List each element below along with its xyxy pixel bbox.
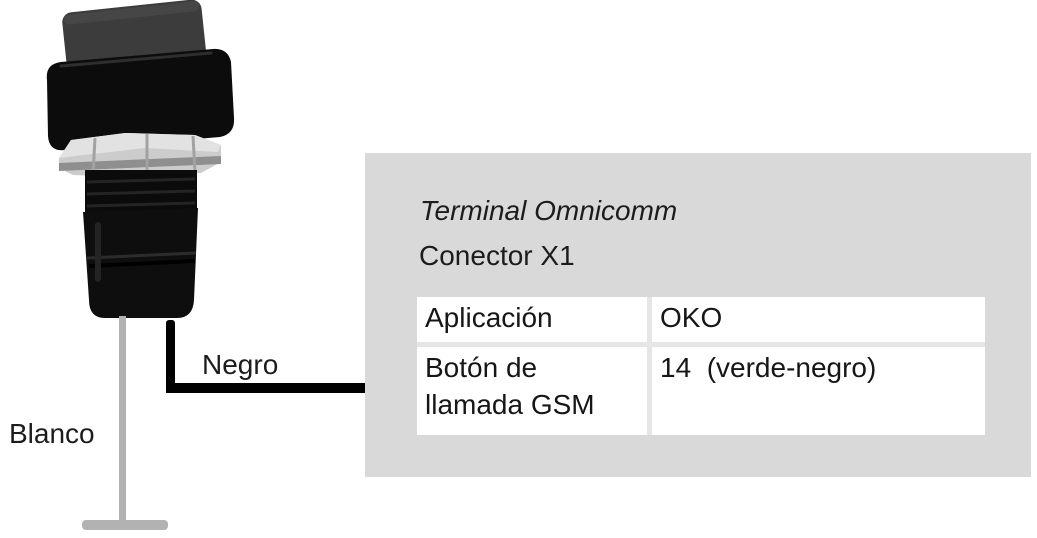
black-wire-vertical [166,320,175,390]
table-cell-function-label: Botón de llamada GSM [417,347,647,435]
white-wire-end-bar [82,520,168,530]
push-button-photo [46,0,235,318]
table-cell-application-value: OKO [652,297,985,342]
panel-subtitle: Conector X1 [419,240,575,271]
terminal-panel: Terminal Omnicomm Conector X1 Aplicación… [365,153,1031,477]
white-wire-label: Blanco [9,418,95,449]
connector-pin-table: Aplicación OKO Botón de llamada GSM 14 (… [417,297,985,435]
black-wire-label: Negro [202,349,279,380]
table-cell-pin-value: 14 (verde-negro) [652,347,985,435]
black-wire-horizontal [166,383,416,393]
white-wire [119,316,126,526]
table-cell-application-label: Aplicación [417,297,647,342]
panel-title: Terminal Omnicomm [420,195,678,226]
